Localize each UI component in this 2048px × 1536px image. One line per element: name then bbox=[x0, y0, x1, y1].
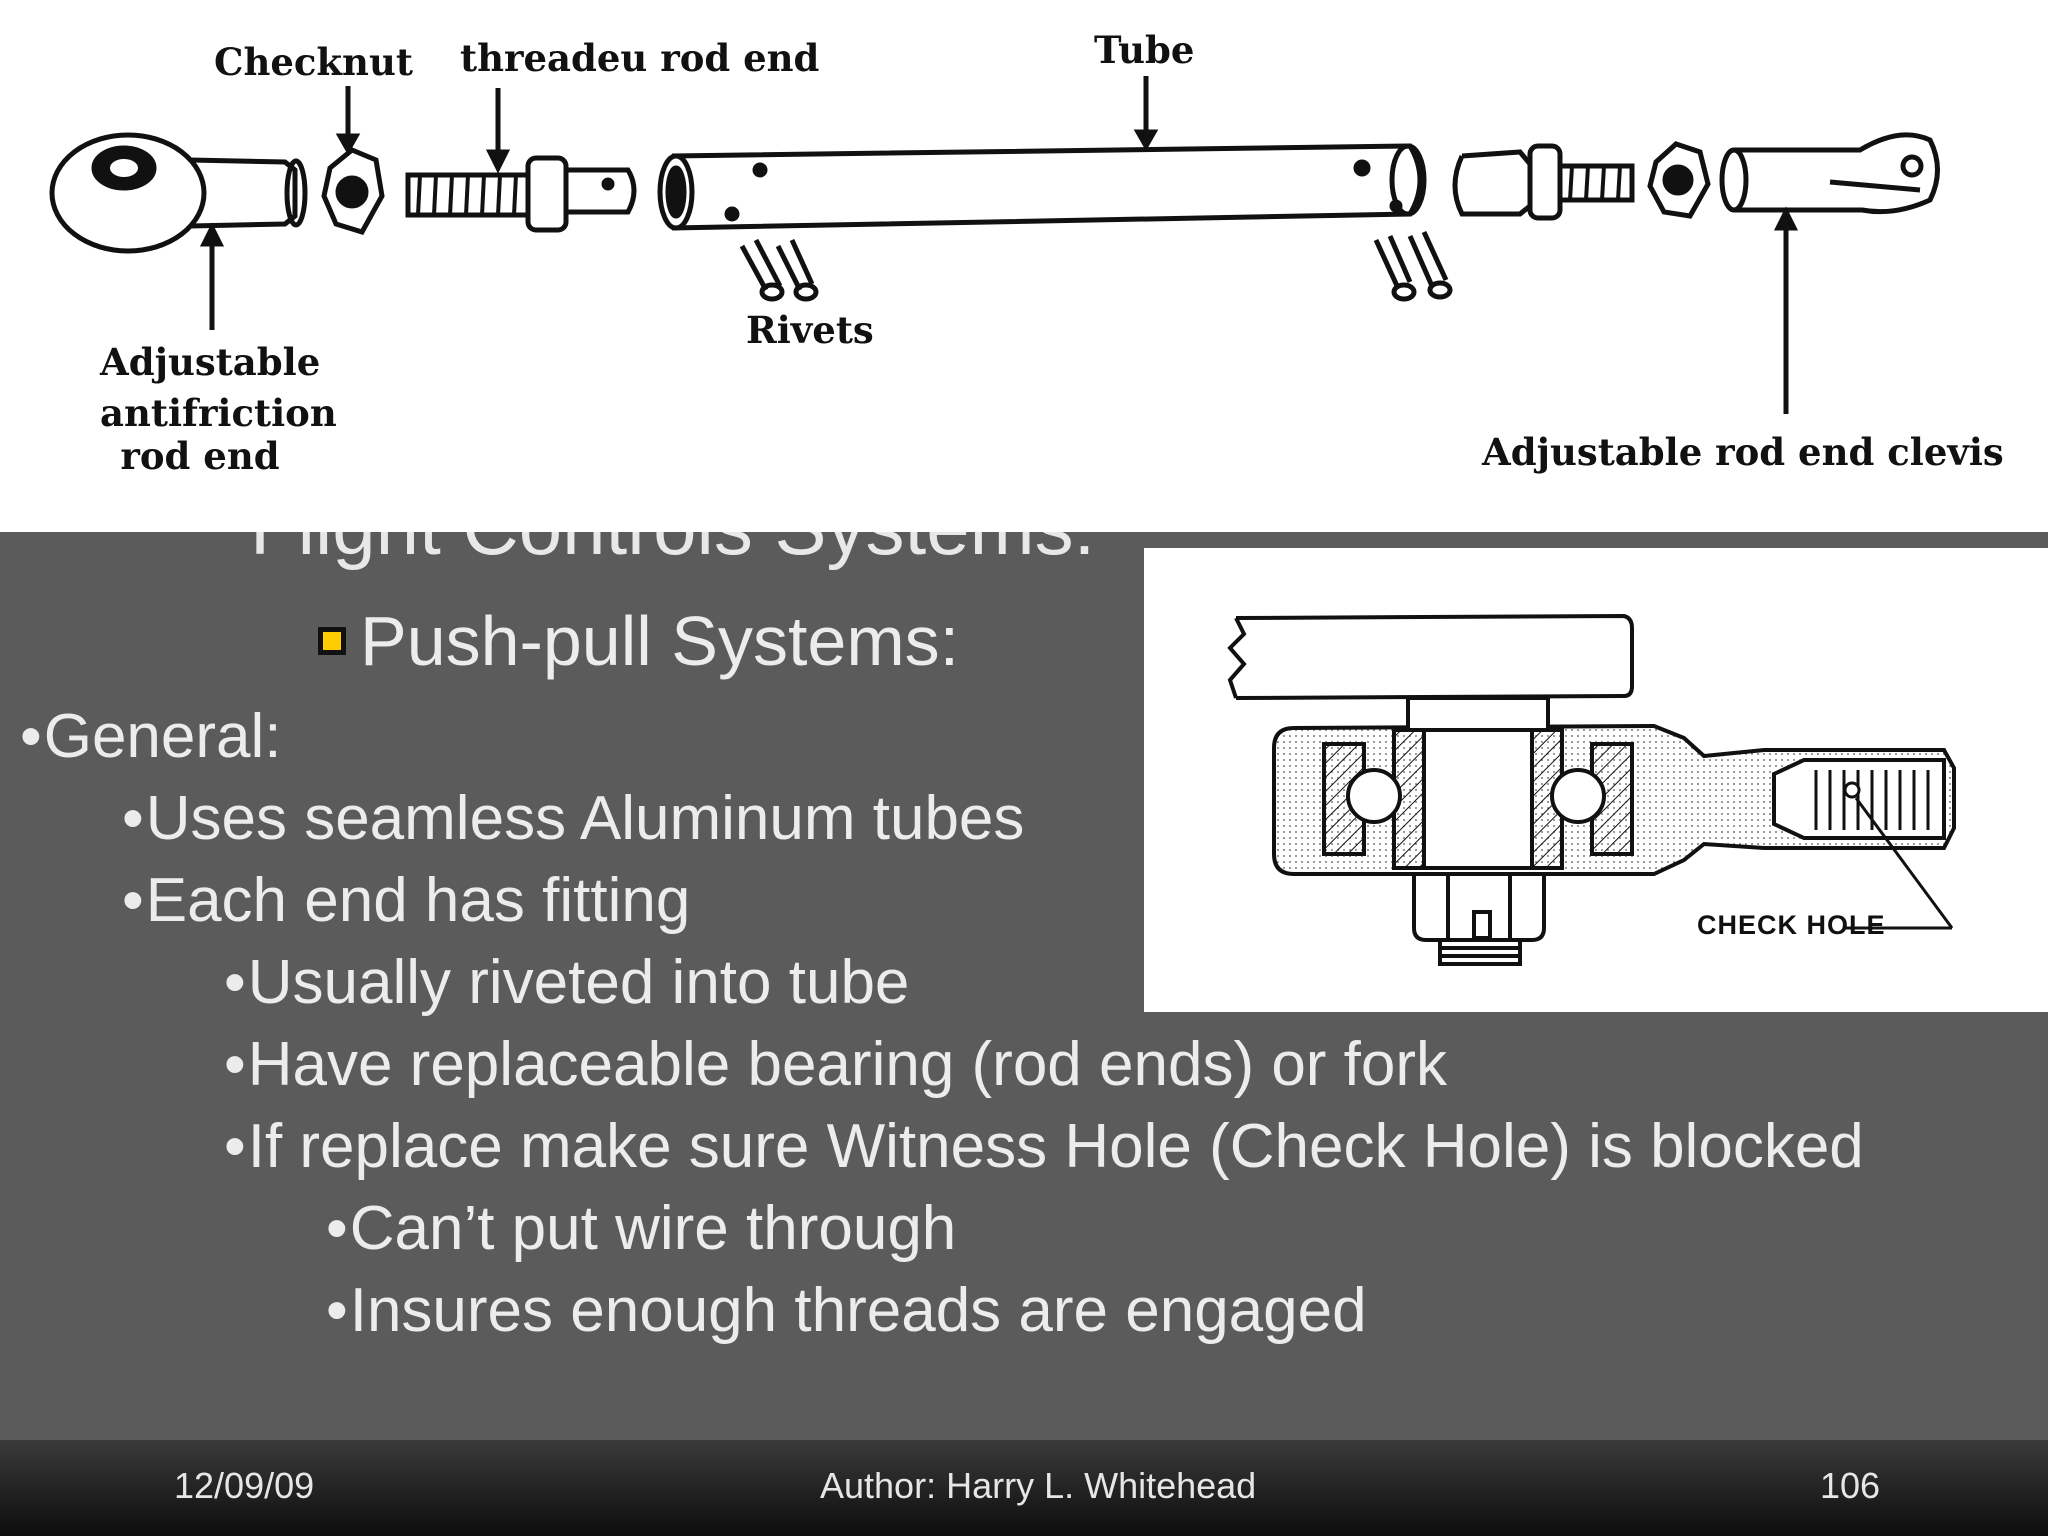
footer-author: Author: Harry L. Whitehead bbox=[820, 1465, 1257, 1506]
label-line: Adjustable bbox=[100, 340, 321, 384]
slide-footer: 12/09/09 Author: Harry L. Whitehead 106 bbox=[0, 1440, 2048, 1536]
bullet-dot-icon: • bbox=[224, 1112, 246, 1181]
bullet-text: Usually riveted into tube bbox=[247, 948, 910, 1017]
bullet-dot-icon: • bbox=[326, 1276, 348, 1345]
bullet-dot-icon: • bbox=[122, 866, 144, 935]
bullet-dot-icon: • bbox=[122, 784, 144, 853]
push-pull-rod-exploded-diagram: Checknut threadeu rod end Tube Rivets Ad… bbox=[0, 0, 2048, 532]
bullet-dot-icon: • bbox=[224, 948, 246, 1017]
square-bullet-icon bbox=[318, 627, 346, 655]
rod-end-bearing-diagram: CHECK HOLE bbox=[1144, 548, 2048, 1012]
bullet-level-3: •Insures enough threads are engaged bbox=[326, 1280, 1367, 1342]
bullet-level-1: •Each end has fitting bbox=[122, 870, 690, 932]
threaded-rod-end-label: threadeu rod end bbox=[460, 36, 820, 80]
checknut-label: Checknut bbox=[214, 40, 413, 84]
bullet-text: Uses seamless Aluminum tubes bbox=[145, 784, 1025, 853]
rod-end-cross-section bbox=[1227, 613, 1956, 966]
tube-label: Tube bbox=[1094, 28, 1195, 72]
bullet-dot-icon: • bbox=[326, 1194, 348, 1263]
bullet-dot-icon: • bbox=[20, 702, 42, 771]
check-hole-label: CHECK HOLE bbox=[1697, 910, 1886, 940]
bullet-text: Insures enough threads are engaged bbox=[349, 1276, 1367, 1345]
rod-end-clevis-label: Adjustable rod end clevis bbox=[1482, 430, 2004, 474]
label-line: rod end bbox=[120, 434, 280, 478]
antifriction-rod-end-label: Adjustable antifriction rod end bbox=[100, 340, 337, 478]
bullet-level-2: •Usually riveted into tube bbox=[224, 952, 909, 1014]
bullet-text: If replace make sure Witness Hole (Check… bbox=[247, 1112, 1864, 1181]
section-heading: Push-pull Systems: bbox=[318, 606, 959, 676]
footer-date: 12/09/09 bbox=[174, 1465, 315, 1506]
bullet-text: General: bbox=[43, 702, 282, 771]
rivets-label: Rivets bbox=[746, 308, 874, 352]
bullet-level-1: •Uses seamless Aluminum tubes bbox=[122, 788, 1024, 850]
footer-page-number: 106 bbox=[1820, 1465, 1881, 1506]
bullet-text: Have replaceable bearing (rod ends) or f… bbox=[247, 1030, 1448, 1099]
bullet-level-2: •If replace make sure Witness Hole (Chec… bbox=[224, 1116, 1864, 1178]
bullet-text: Can’t put wire through bbox=[349, 1194, 957, 1263]
label-line: antifriction bbox=[100, 391, 337, 435]
bullet-text: Each end has fitting bbox=[145, 866, 691, 935]
bullet-level-0: •General: bbox=[20, 706, 282, 768]
heading-text: Push-pull Systems: bbox=[360, 602, 960, 680]
exploded-rod-illustration bbox=[49, 76, 1940, 414]
bullet-level-2: •Have replaceable bearing (rod ends) or … bbox=[224, 1034, 1447, 1096]
bullet-dot-icon: • bbox=[224, 1030, 246, 1099]
bullet-level-3: •Can’t put wire through bbox=[326, 1198, 956, 1260]
